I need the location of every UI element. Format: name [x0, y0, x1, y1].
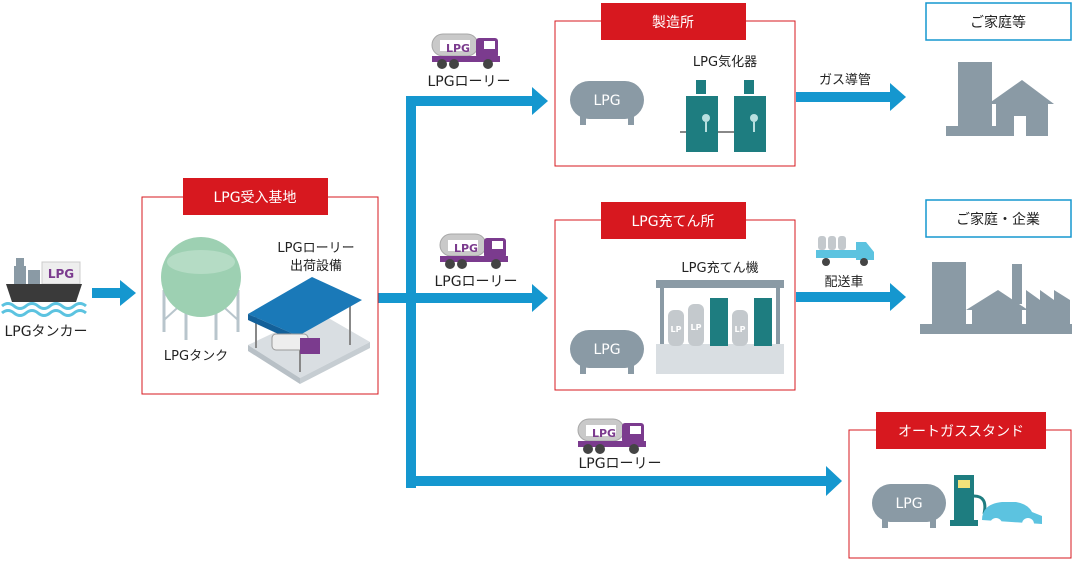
homes: ご家庭等	[925, 2, 1072, 136]
homes-business: ご家庭・企業	[920, 199, 1072, 334]
lorry-tank-text: LPG	[454, 242, 478, 255]
base-title: LPG受入基地	[213, 189, 296, 206]
shipping-facility	[248, 277, 370, 384]
base-shipping-label-1: LPGローリー	[277, 241, 354, 256]
filling-title: LPG充てん所	[631, 214, 714, 230]
filling-station: LPG充てん所 LPG LPG充てん機 LP LP LP	[554, 202, 796, 391]
factory: 製造所 LPG LPG気化器	[554, 3, 796, 167]
autogas-stand: オートガススタンド LPG	[848, 412, 1072, 559]
stand-title: オートガススタンド	[898, 424, 1024, 440]
flow-arrows	[92, 83, 906, 496]
cylinder-text: LP	[735, 325, 746, 334]
factory-tank-text: LPG	[593, 93, 620, 109]
lorry-label: LPGローリー	[427, 74, 510, 90]
factory-title: 製造所	[652, 15, 694, 31]
pipe-label: ガス導管	[819, 73, 871, 88]
homes-label: ご家庭等	[970, 14, 1026, 31]
spherical-tank	[161, 237, 241, 340]
delivery-vehicle	[816, 236, 874, 266]
homes-business-label: ご家庭・企業	[956, 211, 1040, 228]
filling-tank-text: LPG	[593, 342, 620, 358]
lorry-label: LPGローリー	[434, 274, 517, 290]
stand-tank-text: LPG	[895, 496, 922, 512]
delivery-label: 配送車	[824, 275, 863, 290]
lorry-label: LPGローリー	[578, 456, 661, 472]
lpg-receiving-base: LPG受入基地 LPGタンク LPGローリー 出荷設備	[141, 178, 379, 395]
lorry-tank-text: LPG	[446, 42, 470, 55]
lpg-tanker: LPG LPGタンカー	[1, 258, 88, 340]
cylinder-text: LP	[691, 323, 702, 332]
tanker-hull-text: LPG	[48, 267, 74, 281]
cylinder-text: LP	[671, 325, 682, 334]
lorry-to-filling: LPG LPGローリー	[434, 233, 518, 290]
vaporizer-label: LPG気化器	[693, 54, 757, 70]
tanker-label: LPGタンカー	[4, 324, 87, 340]
base-shipping-label-2: 出荷設備	[290, 258, 342, 274]
lorry-tank-text: LPG	[592, 427, 616, 440]
vaporizer-units	[680, 80, 766, 152]
base-tank-label: LPGタンク	[164, 349, 228, 364]
lorry-to-stand: LPG LPGローリー	[577, 418, 662, 472]
lorry-to-factory: LPG LPGローリー	[427, 33, 511, 90]
filling-machine-label: LPG充てん機	[681, 260, 758, 276]
filling-machine	[656, 280, 784, 374]
